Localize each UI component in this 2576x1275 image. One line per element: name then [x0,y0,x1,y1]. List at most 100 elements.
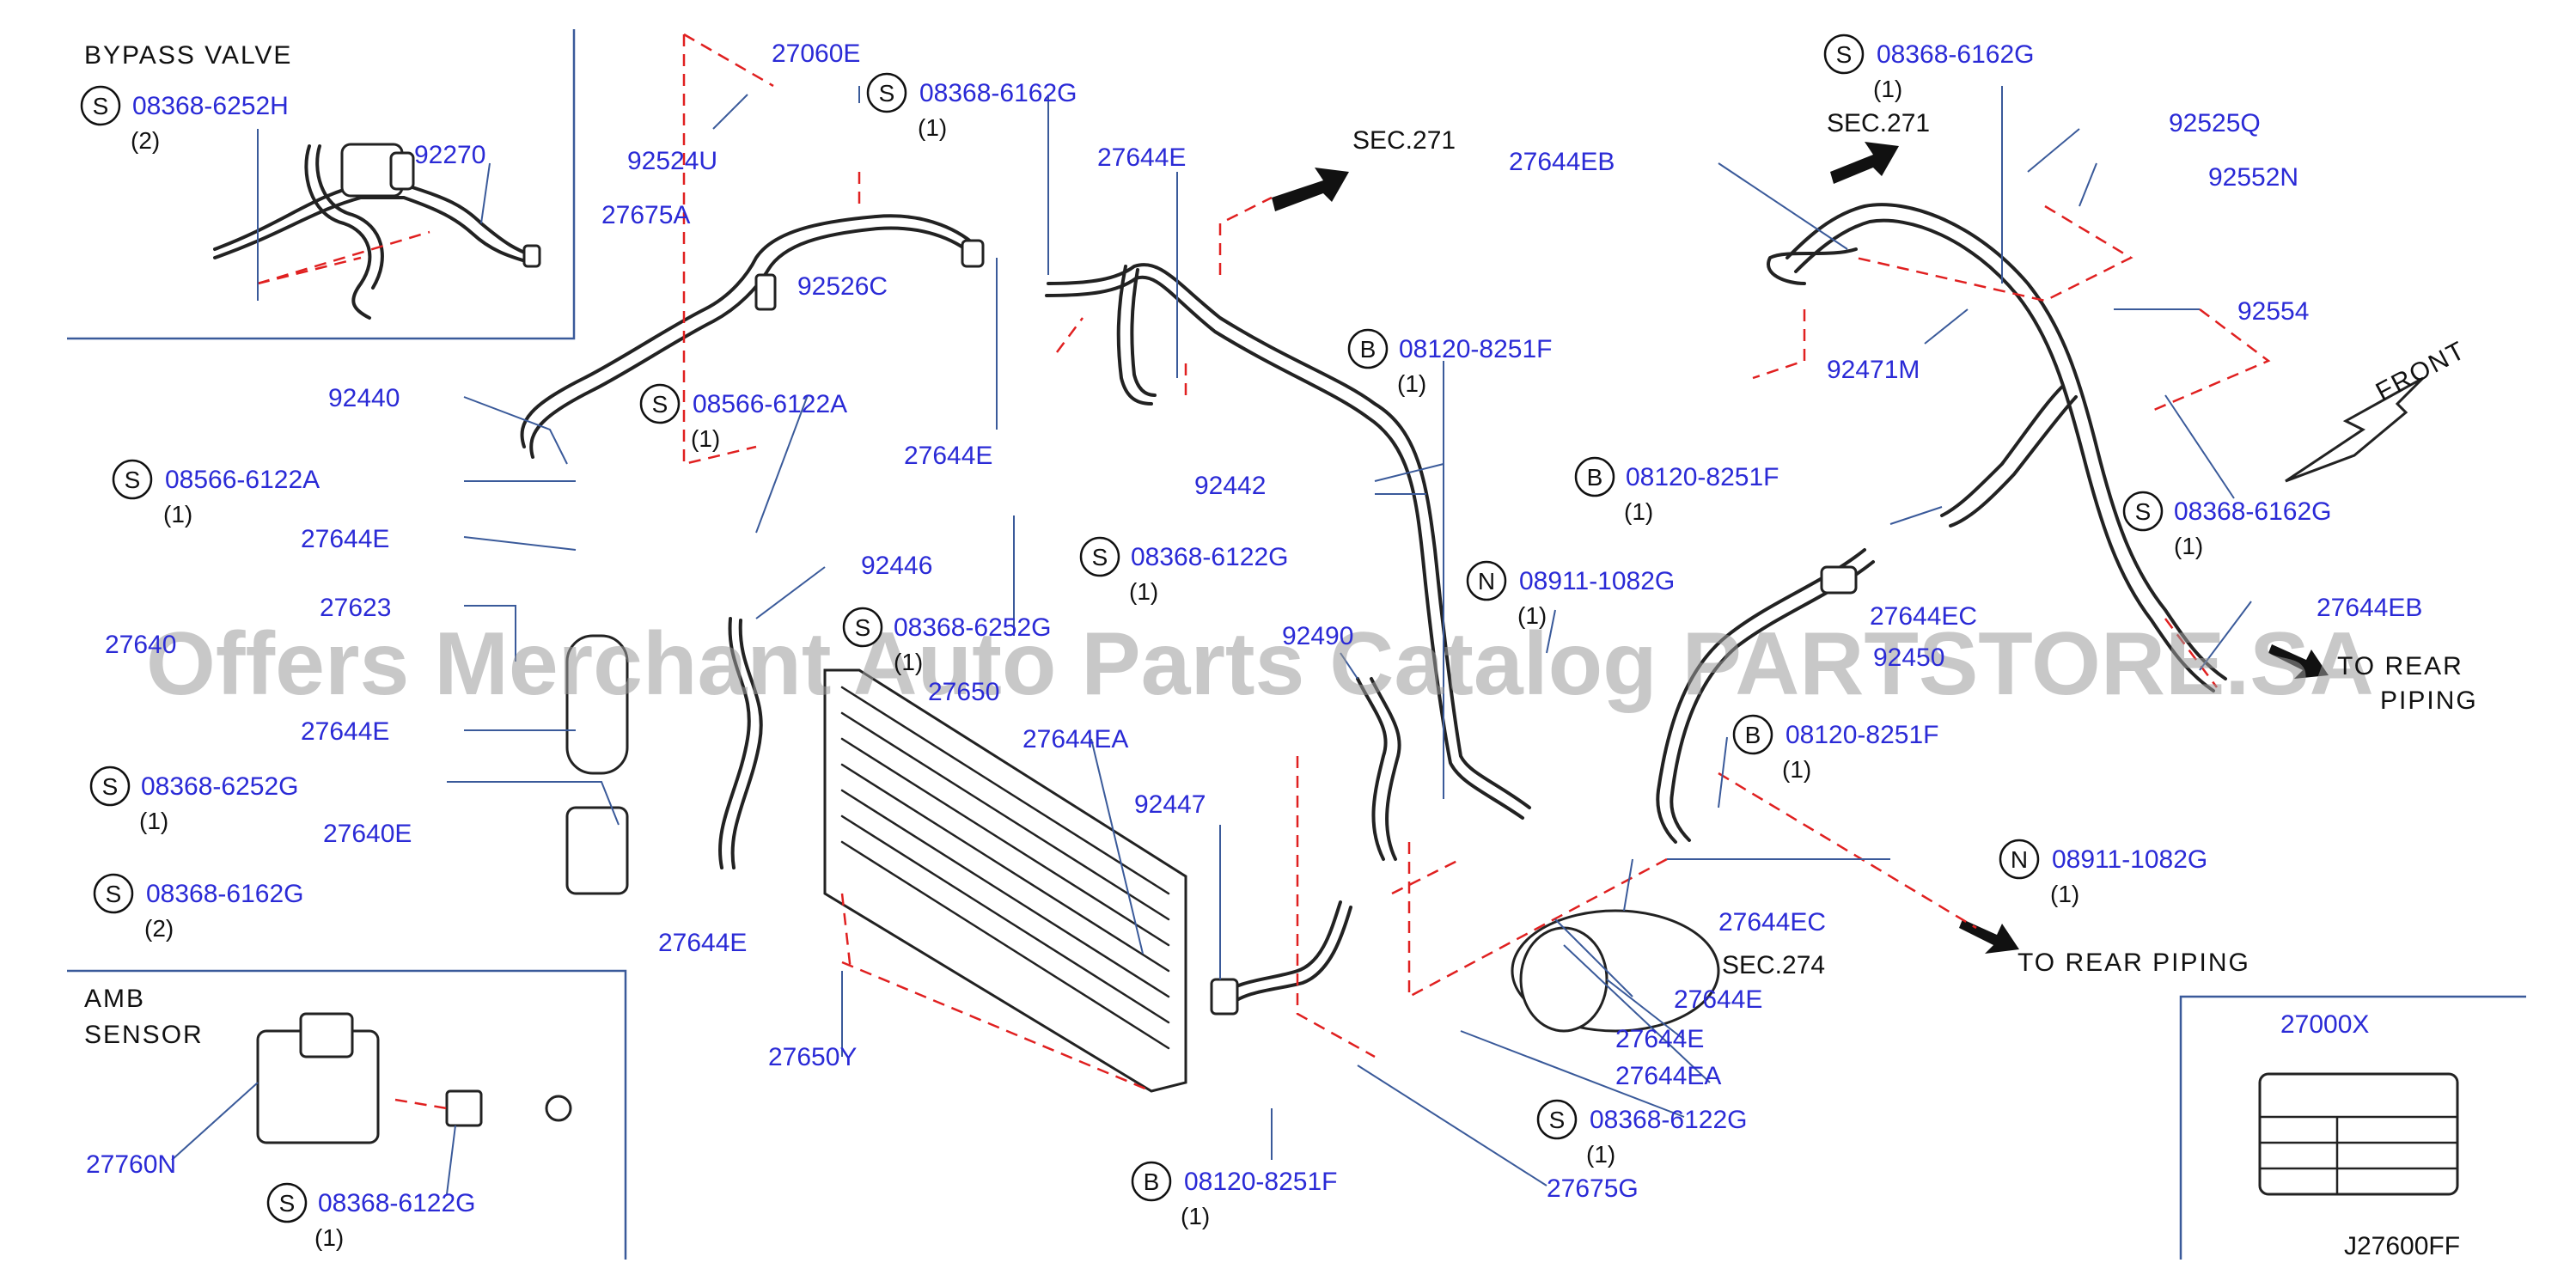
fastener-prefix: B [1745,722,1761,748]
part-label-27640[interactable]: 27640 [105,631,176,659]
part-label-27644E-left[interactable]: 27644E [301,525,389,553]
fastener-prefix: S [1836,41,1853,68]
part-label-27644E-left2[interactable]: 27644E [301,717,389,746]
part-label-92526C[interactable]: 92526C [797,272,888,301]
part-label-27650Y[interactable]: 27650Y [768,1043,857,1071]
part-label-92450[interactable]: 92450 [1873,644,1944,672]
fastener-code: 08120-8251F [1626,463,1779,491]
part-label-27644E-top[interactable]: 27644E [1097,143,1186,172]
part-label-27644E-r1[interactable]: 27644E [1674,985,1762,1014]
fastener-callout-08368-6162G-c[interactable]: S 08368-6162G (1) [1823,34,2035,102]
fastener-code: 08566-6122A [693,390,847,418]
watermark: Offers Merchant Auto Parts Catalog PARTS… [146,614,2374,714]
fastener-code: 08120-8251F [1184,1168,1337,1196]
part-label-27675A[interactable]: 27675A [601,201,690,229]
fastener-callout-08368-6122G-b[interactable]: S 08368-6122G (1) [1079,536,1289,605]
fastener-code: 08368-6122G [1131,543,1289,571]
fastener-callout-08368-6162G-d[interactable]: S 08368-6162G (1) [2122,491,2332,559]
fastener-callout-08120-8251F-d[interactable]: B 08120-8251F (1) [1131,1161,1337,1229]
fastener-callout-08911-1082G-b[interactable]: N 08911-1082G (1) [1999,839,2207,907]
fastener-qty: (1) [918,114,947,141]
pipes [213,142,2459,1196]
part-label-92440[interactable]: 92440 [328,384,400,412]
fastener-prefix: S [93,93,109,119]
part-label-27675G[interactable]: 27675G [1547,1174,1639,1203]
fastener-callout-08120-8251F-b[interactable]: B 08120-8251F (1) [1574,456,1779,525]
fastener-qty: (1) [1397,370,1426,397]
part-label-92490[interactable]: 92490 [1282,622,1353,650]
fastener-prefix: B [1360,336,1377,363]
fastener-code: 08911-1082G [2052,845,2207,874]
part-label-92447[interactable]: 92447 [1134,790,1206,819]
dashed-connectors [257,33,2271,1110]
part-label-92442[interactable]: 92442 [1194,472,1266,500]
part-label-92471M[interactable]: 92471M [1827,356,1920,384]
fastener-qty: (1) [139,808,168,834]
fastener-prefix: S [125,467,141,493]
part-label-27644EA-mid[interactable]: 27644EA [1022,725,1128,753]
part-label-27644EB-top[interactable]: 27644EB [1509,148,1615,176]
fastener-prefix: N [2011,846,2028,873]
fastener-code: 08368-6162G [2174,497,2332,526]
to-rear-piping-caption-b-line1: TO REAR [2337,652,2463,680]
part-label-92525Q[interactable]: 92525Q [2169,109,2261,137]
sec271-caption-b: SEC.271 [1827,109,1930,137]
part-label-92524U[interactable]: 92524U [627,147,717,175]
part-label-27000X[interactable]: 27000X [2280,1010,2369,1039]
fastener-callout-08368-6162G-b[interactable]: S 08368-6162G (2) [93,873,304,942]
part-label-27623[interactable]: 27623 [320,594,391,622]
fastener-code: 08120-8251F [1399,335,1552,363]
fastener-code: 08120-8251F [1785,721,1938,749]
part-label-27060E[interactable]: 27060E [772,40,860,68]
fastener-prefix: S [855,614,871,641]
part-label-27644EA-low[interactable]: 27644EA [1615,1062,1721,1090]
fastener-code: 08368-6252G [894,613,1052,642]
fastener-code: 08566-6122A [165,466,320,494]
part-label-27644EC-mid[interactable]: 27644EC [1870,602,1977,631]
fastener-callout-08368-6162G-a[interactable]: S 08368-6162G (1) [866,72,1077,141]
fastener-callout-08368-6252G-a[interactable]: S 08368-6252G (1) [89,766,299,834]
part-label-27644EB-right[interactable]: 27644EB [2317,594,2422,622]
to-rear-piping-caption-a: TO REAR PIPING [2017,949,2250,977]
part-label-27650[interactable]: 27650 [928,678,999,706]
part-label-92446[interactable]: 92446 [861,552,932,580]
fastener-prefix: S [1092,544,1108,570]
fastener-qty: (1) [1517,602,1547,629]
fastener-callout-08120-8251F-a[interactable]: B 08120-8251F (1) [1347,328,1552,397]
fastener-qty: (1) [2050,881,2079,907]
fastener-callout-08368-6252H[interactable]: S 08368-6252H (2) [80,85,289,154]
part-label-92552N[interactable]: 92552N [2208,163,2298,192]
part-label-27640E[interactable]: 27640E [323,820,412,848]
amb-sensor-inset-frame [67,969,627,1260]
bypass-valve-inset-frame [67,29,576,340]
fastener-prefix: N [1478,568,1495,595]
part-label-27760N[interactable]: 27760N [86,1150,176,1179]
label-inset-frame [2179,995,2526,1260]
fastener-callout-08368-6122G-c[interactable]: S 08368-6122G (1) [1536,1099,1748,1168]
fastener-code: 08911-1082G [1519,567,1675,595]
amb-sensor-caption-line1: AMB [84,985,145,1013]
fastener-qty: (2) [131,127,160,154]
fastener-callout-08120-8251F-c[interactable]: B 08120-8251F (1) [1732,714,1938,783]
fastener-callout-08368-6252G-b[interactable]: S 08368-6252G (1) [842,607,1052,675]
fastener-code: 08368-6252H [132,92,289,120]
amb-sensor-caption-line2: SENSOR [84,1021,204,1049]
part-label-27644EC-low[interactable]: 27644EC [1718,908,1826,936]
fastener-code: 08368-6122G [1590,1106,1748,1134]
fastener-callout-08566-6122A-a[interactable]: S 08566-6122A (1) [639,383,847,452]
fastener-prefix: B [1144,1168,1160,1195]
part-label-27644E-b[interactable]: 27644E [904,442,992,470]
fastener-code: 08368-6162G [146,880,304,908]
fastener-qty: (1) [1181,1203,1210,1229]
part-label-92554[interactable]: 92554 [2237,297,2309,326]
fastener-callout-08368-6122G-a[interactable]: S 08368-6122G (1) [266,1182,476,1251]
fastener-qty: (1) [1129,578,1158,605]
fastener-callout-08566-6122A-b[interactable]: S 08566-6122A (1) [112,459,320,528]
fastener-prefix: S [106,881,122,907]
front-caption: FRONT [2372,336,2471,406]
part-label-27644E-r2[interactable]: 27644E [1615,1025,1704,1053]
part-label-92270[interactable]: 92270 [414,141,485,169]
fastener-callout-08911-1082G-a[interactable]: N 08911-1082G (1) [1466,560,1675,629]
part-label-27644E-low[interactable]: 27644E [658,929,747,957]
